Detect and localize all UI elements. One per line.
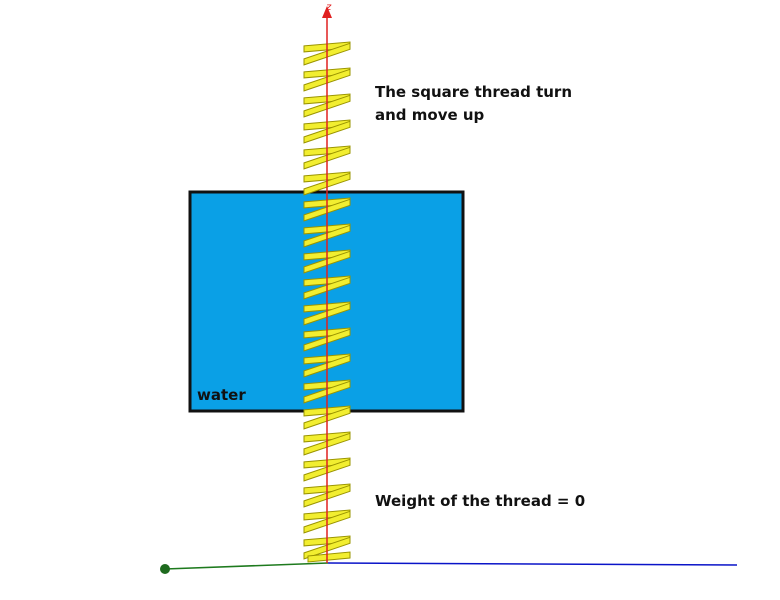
thread-foot-segment	[307, 551, 351, 563]
annotation-motion-line-1: The square thread turn	[375, 83, 572, 101]
annotation-weight: Weight of the thread = 0	[375, 492, 586, 510]
z-axis-arrowhead	[322, 6, 332, 18]
x-axis-line	[327, 562, 738, 566]
origin-handle[interactable]	[160, 564, 170, 574]
annotation-motion-line-2: and move up	[375, 106, 485, 124]
z-axis-label: z	[326, 2, 332, 13]
water-label: water	[197, 386, 246, 404]
y-axis-line	[164, 562, 329, 570]
